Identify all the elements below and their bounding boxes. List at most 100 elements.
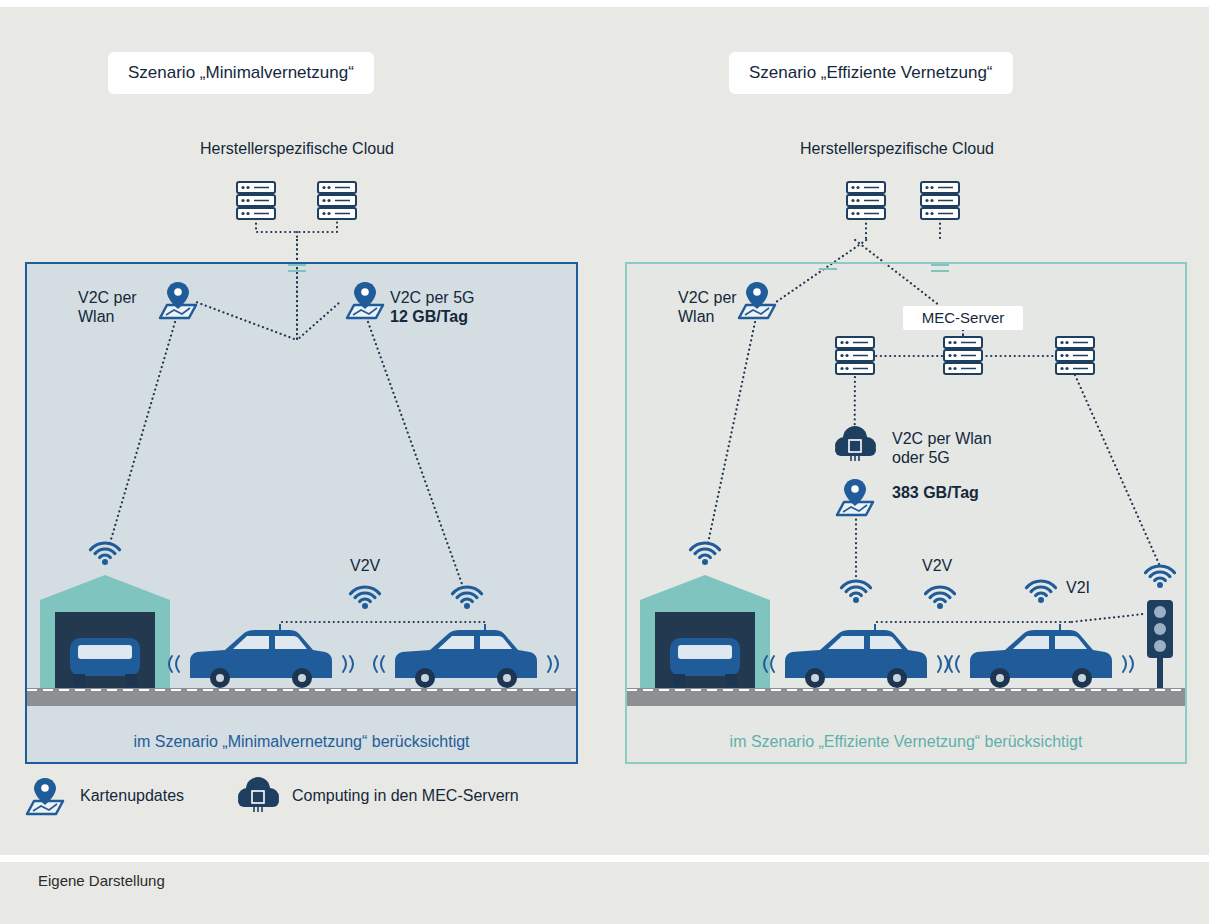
wheel bbox=[210, 668, 230, 688]
map-pin-hole bbox=[851, 485, 859, 493]
road-marking bbox=[27, 689, 576, 691]
server-icon bbox=[836, 337, 874, 374]
map-pin bbox=[354, 282, 376, 309]
server-led bbox=[241, 199, 244, 202]
server-unit bbox=[237, 208, 275, 219]
map-update-node: V2C per 5G12 GB/Tag bbox=[340, 284, 505, 334]
server-unit bbox=[944, 363, 982, 374]
wifi-arc bbox=[846, 587, 866, 592]
scenario-panel: im Szenario „Minimalvernetzung“ berücksi… bbox=[25, 262, 578, 764]
motion-mark bbox=[374, 656, 377, 672]
server-led bbox=[845, 354, 848, 357]
cloud-base bbox=[835, 444, 876, 456]
server-slot bbox=[335, 187, 350, 189]
parked-car bbox=[70, 638, 140, 676]
wifi-arc bbox=[1031, 587, 1051, 592]
title-box: Szenario „Minimalvernetzung“ bbox=[108, 52, 374, 94]
map-pin-hole bbox=[174, 288, 182, 296]
wifi-arc bbox=[1036, 593, 1047, 596]
wifi-symbol bbox=[1145, 566, 1174, 588]
parked-car-wheel bbox=[73, 674, 85, 687]
map-road bbox=[33, 804, 57, 811]
server-slot bbox=[853, 355, 868, 357]
map-update-icon bbox=[27, 778, 63, 814]
wifi-arc bbox=[95, 549, 115, 554]
garage-house bbox=[640, 575, 770, 688]
server-unit bbox=[921, 182, 959, 193]
car-body bbox=[970, 630, 1112, 678]
server-led bbox=[1065, 354, 1068, 357]
interface-mark bbox=[819, 262, 837, 264]
interface-mark bbox=[931, 264, 949, 266]
map-update-node: V2C per Wlan bbox=[678, 284, 776, 334]
server-icon bbox=[944, 337, 982, 374]
chip-pin bbox=[253, 807, 255, 812]
antenna bbox=[279, 624, 281, 630]
server-led bbox=[1060, 341, 1063, 344]
wifi-symbol bbox=[350, 587, 379, 609]
wifi-dot bbox=[464, 603, 470, 609]
wifi-arc bbox=[851, 593, 862, 596]
wifi-symbol bbox=[925, 587, 954, 609]
cloud-group: Herstellerspezifische Cloud bbox=[187, 135, 407, 240]
car-body bbox=[190, 630, 332, 678]
server-unit bbox=[836, 337, 874, 348]
server-slot bbox=[938, 200, 953, 202]
server-slot bbox=[853, 342, 868, 344]
server-led bbox=[953, 341, 956, 344]
wheel bbox=[497, 668, 517, 688]
server-slot bbox=[961, 355, 976, 357]
garage-door bbox=[55, 612, 155, 688]
antenna bbox=[484, 624, 486, 630]
server-led bbox=[925, 212, 928, 215]
node-label: V2C per Wlan bbox=[678, 288, 750, 326]
interface-mark bbox=[931, 270, 949, 272]
wifi-arc bbox=[935, 599, 946, 602]
garage bbox=[640, 575, 770, 688]
parked-car-window bbox=[78, 645, 132, 659]
server-led bbox=[322, 186, 325, 189]
server-slot bbox=[864, 200, 879, 202]
server-led bbox=[845, 367, 848, 370]
server-icon bbox=[1056, 337, 1094, 374]
map-pin bbox=[844, 479, 866, 506]
server-unit bbox=[318, 182, 356, 193]
map-road bbox=[843, 505, 867, 512]
server-icon bbox=[237, 182, 275, 219]
wheel bbox=[415, 668, 435, 688]
server-slot bbox=[938, 187, 953, 189]
traffic-light-lamp bbox=[1154, 640, 1166, 652]
garage bbox=[40, 575, 170, 688]
map-pin bbox=[746, 282, 768, 309]
wifi-arc bbox=[1026, 581, 1055, 588]
wifi-dot bbox=[362, 603, 368, 609]
traffic-light-housing bbox=[1147, 600, 1173, 658]
chip-pin bbox=[858, 456, 860, 461]
motion-mark bbox=[938, 656, 941, 672]
server-slot bbox=[864, 213, 879, 215]
server-led bbox=[948, 367, 951, 370]
compute-node: V2C per Wlan oder 5G383 GB/Tag bbox=[830, 425, 1020, 525]
server-slot bbox=[864, 187, 879, 189]
legend-text: Kartenupdates bbox=[80, 786, 184, 805]
server-led bbox=[840, 341, 843, 344]
footer-separator bbox=[0, 855, 1209, 862]
chip-pin bbox=[257, 807, 259, 812]
car bbox=[374, 624, 558, 688]
node-label: Szenario „Minimalvernetzung“ bbox=[128, 63, 354, 83]
panel-ground bbox=[25, 262, 578, 764]
map-road bbox=[745, 308, 769, 315]
car-window bbox=[233, 636, 269, 649]
server-icon bbox=[318, 182, 356, 219]
road bbox=[27, 688, 576, 706]
server-led bbox=[840, 367, 843, 370]
parked-car-wheel bbox=[673, 674, 685, 687]
server-led bbox=[930, 199, 933, 202]
map-pin-hole bbox=[41, 784, 49, 792]
map-update-node: V2C per Wlan bbox=[78, 284, 196, 334]
server-led bbox=[241, 186, 244, 189]
car-window bbox=[438, 636, 474, 649]
car-window bbox=[480, 636, 512, 649]
wheel bbox=[805, 668, 825, 688]
